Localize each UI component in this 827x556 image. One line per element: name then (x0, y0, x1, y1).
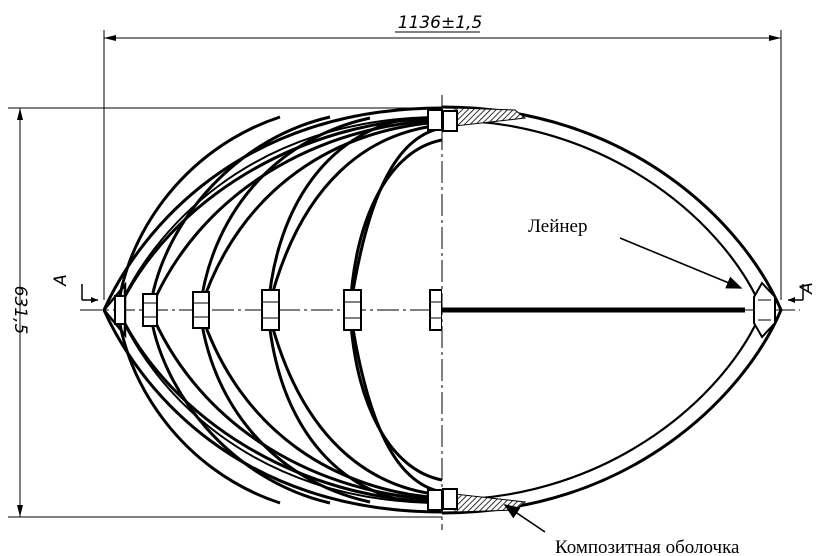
liner-callout-label: Лейнер (528, 216, 587, 237)
length-dimension-label: 1136±1,5 (398, 13, 483, 33)
section-view-right (441, 105, 783, 515)
section-mark-right-label: A (797, 282, 817, 295)
section-mark-left-label: A (51, 274, 71, 287)
composite-shell-callout-label: Композитная оболочка (555, 537, 740, 556)
winding-view-left (102, 106, 442, 514)
section-mark-right: A (788, 282, 817, 303)
composite-shell-callout: Композитная оболочка (503, 504, 740, 556)
height-dimension-label: 631,5 (10, 286, 30, 335)
left-flanges (427, 109, 443, 511)
section-mark-left: A (51, 274, 98, 303)
length-dimension: 1136±1,5 (103, 13, 782, 300)
height-dimension: 631,5 (8, 107, 442, 518)
liner-callout: Лейнер (528, 216, 743, 289)
